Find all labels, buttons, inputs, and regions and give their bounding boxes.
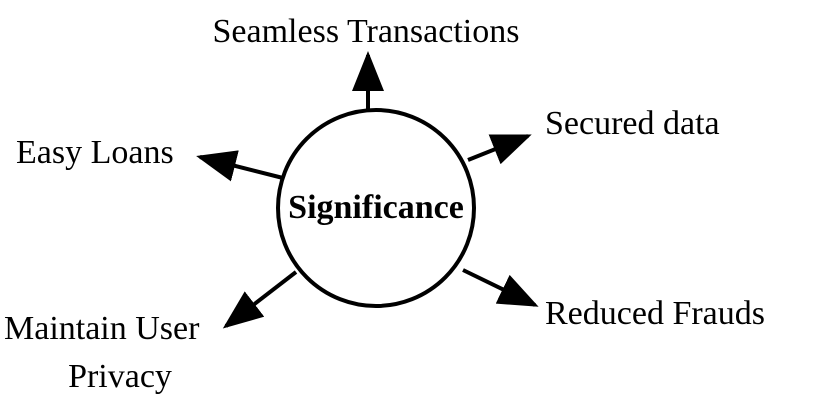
arrow-top-right bbox=[467, 134, 532, 165]
node-easy-loans: Easy Loans bbox=[16, 134, 174, 171]
node-privacy: Privacy bbox=[68, 358, 172, 395]
arrow-bottom-left bbox=[222, 270, 298, 329]
center-label: Significance bbox=[288, 189, 464, 226]
node-maintain-user: Maintain User bbox=[4, 310, 200, 347]
arrow-left bbox=[196, 150, 284, 182]
node-reduced-frauds: Reduced Frauds bbox=[545, 295, 765, 332]
arrow-bottom-right bbox=[462, 268, 539, 307]
node-seamless-transactions: Seamless Transactions bbox=[213, 13, 520, 50]
node-secured-data: Secured data bbox=[545, 105, 720, 142]
center-circle bbox=[276, 108, 476, 308]
